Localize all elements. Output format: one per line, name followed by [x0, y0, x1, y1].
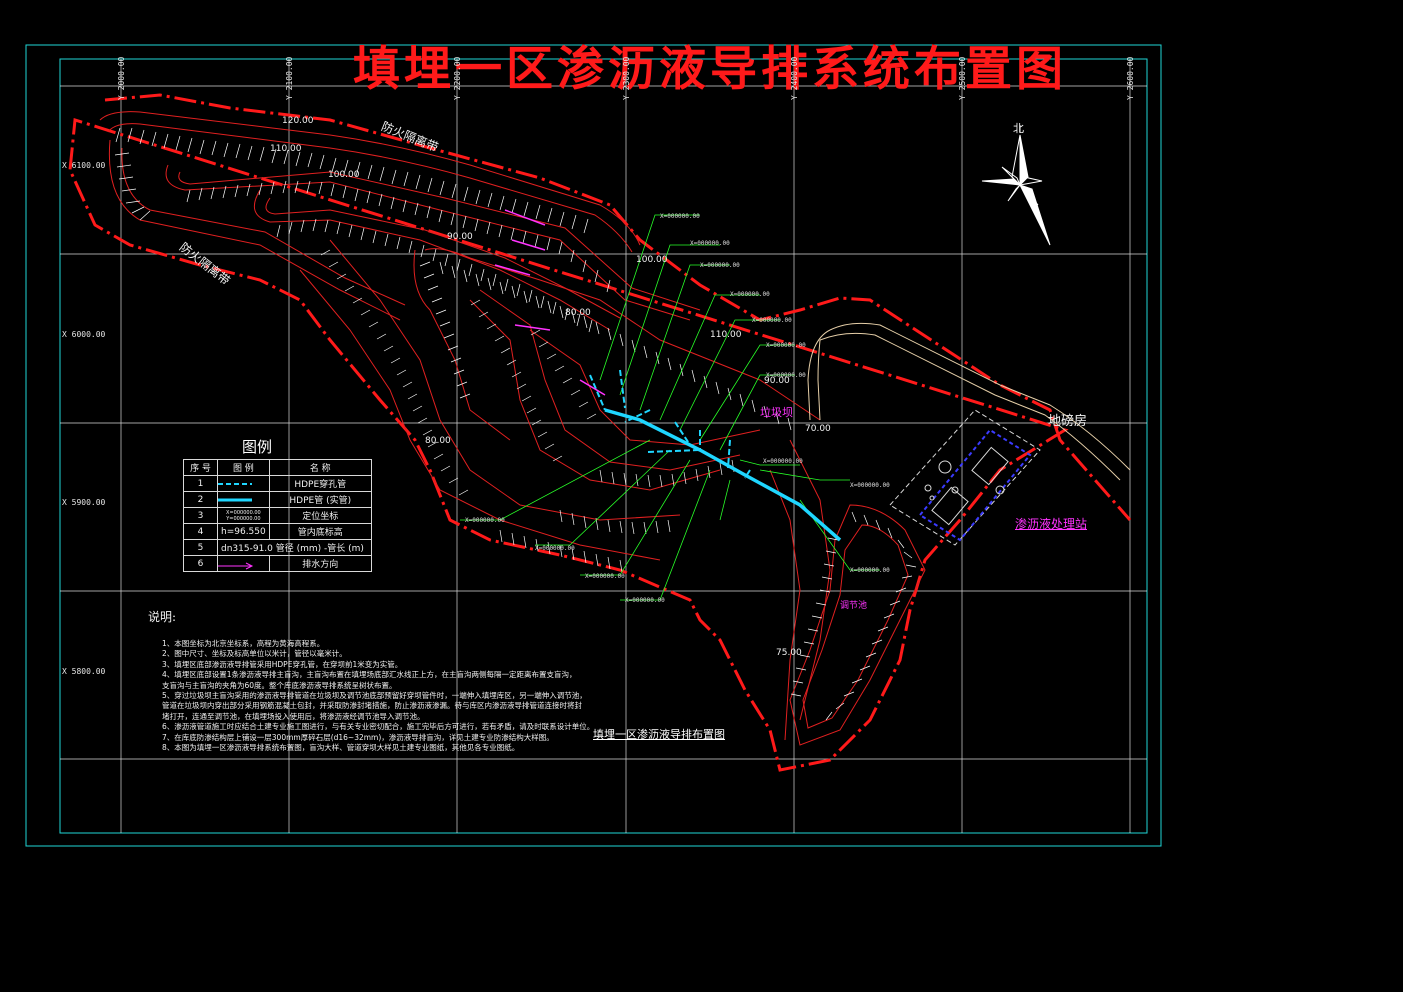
note-line: 8、本图为填埋一区渗沥液导排系统布置图，盲沟大样、管道穿坝大样见土建专业图纸，其…	[162, 743, 520, 753]
legend-name: 管内底标高	[268, 523, 372, 540]
grid-label-x: Y 2500.00	[958, 56, 967, 100]
legend-name: 排水方向	[268, 555, 372, 572]
slope-hatching	[114, 127, 917, 721]
grid-label-y: X 6000.00	[62, 330, 106, 339]
legend-symbol	[217, 555, 270, 572]
note-line: 6、渗沥液管道施工时应结合土建专业施工图进行，与有关专业密切配合，施工完毕后方可…	[162, 722, 595, 732]
elevation-label: 100.00	[328, 170, 360, 180]
legend-no: 3	[183, 507, 218, 524]
leachate-pipes	[589, 369, 842, 542]
grid-label-x: Y 2400.00	[790, 56, 799, 100]
elevation-label: 75.00	[776, 648, 802, 658]
pipe-coordinate-tag: X=000000.00	[766, 372, 806, 379]
legend-header: 名 称	[268, 459, 372, 476]
elevation-label: 100.00	[636, 255, 668, 265]
legend-symbol	[217, 475, 270, 492]
pipe-coordinate-tag: X=000000.00	[763, 458, 803, 465]
legend-name: 定位坐标	[268, 507, 372, 524]
legend-no: 2	[183, 491, 218, 508]
inner-frame	[59, 58, 1148, 834]
legend-header: 序 号	[183, 459, 218, 476]
regulating-tank-label: 调节池	[840, 601, 868, 611]
elevation-label: 80.00	[565, 308, 591, 318]
note-line: 堵打开，连通至调节池，在填埋场投入使用后，将渗沥液经调节池导入调节池。	[162, 711, 425, 721]
pipe-coordinate-tag: X=000000.00	[660, 213, 700, 220]
pipe-coordinate-tag: X=000000.00	[690, 240, 730, 247]
dam-label: 垃圾坝	[760, 406, 793, 419]
legend-title: 图例	[242, 438, 273, 456]
north-arrow-icon	[981, 125, 1051, 246]
leachate-station-label: 渗沥液处理站	[1015, 517, 1088, 531]
pipe-coordinate-tag: X=000000.00	[585, 573, 625, 580]
grid-label-x: Y 2600.00	[1126, 56, 1135, 100]
grid-label-y: X 6100.00	[62, 161, 106, 170]
legend-table: 序 号 图 例 名 称 1 HDPE穿孔管 2 HDPE管 (实管) 3 X=0…	[183, 459, 372, 572]
grid-label-x: Y 2000.00	[117, 56, 126, 100]
north-label: 北	[1013, 122, 1024, 135]
legend-symbol	[217, 491, 270, 508]
elevation-label: 80.00	[425, 436, 451, 446]
legend-no: 4	[183, 523, 218, 540]
drawing-subtitle: 填埋一区渗沥液导排布置图	[593, 728, 725, 741]
notes-title: 说明:	[148, 610, 177, 624]
legend-header: 图 例	[217, 459, 270, 476]
note-line: 3、填埋区底部渗沥液导排管采用HDPE穿孔管，在穿坝前1米变为实管。	[162, 659, 403, 669]
note-line: 1、本图坐标为北京坐标系，高程为黄海高程系。	[162, 639, 325, 648]
note-line: 4、填埋区底部设置1条渗沥液导排主盲沟，主盲沟布置在填埋场底部汇水线正上方，在主…	[162, 670, 577, 680]
note-line: 支盲沟与主盲沟的夹角为60度。整个库底渗沥液导排系统呈树状布置。	[162, 680, 397, 690]
site-boundary	[68, 93, 1132, 772]
grid-label-x: Y 2300.00	[622, 56, 631, 100]
pipe-coordinate-tag: X=000000.00	[766, 342, 806, 349]
access-road	[807, 322, 1131, 481]
leachate-plant	[889, 409, 1041, 546]
pipe-coordinate-tag: X=000000.00	[465, 517, 505, 524]
pipe-coordinate-tag: X=000000.00	[700, 262, 740, 269]
elevation-label: 110.00	[710, 330, 742, 340]
outer-frame	[25, 44, 1162, 847]
coordinate-grid	[60, 59, 1147, 833]
drawing-title: 填埋一区渗沥液导排系统布置图	[353, 42, 1067, 97]
grid-label-x: Y 2100.00	[285, 56, 294, 100]
pipe-coordinate-tag: X=000000.00	[625, 597, 665, 604]
pipe-coordinate-tag: X=000000.00	[850, 482, 890, 489]
legend-name: 管径 (mm) -管长 (m)	[275, 544, 364, 554]
legend-name: HDPE穿孔管	[268, 475, 372, 492]
pipe-coordinate-tag: X=000000.00	[752, 317, 792, 324]
elevation-label: 120.00	[282, 116, 314, 126]
note-line: 7、在库底防渗结构层上铺设一层300mm厚碎石层(d16~32mm)，渗沥液导排…	[162, 732, 554, 742]
legend-symbol-text: dn315-91.0	[221, 544, 273, 554]
grid-label-y: X 5900.00	[62, 498, 106, 507]
flow-arrows	[494, 209, 606, 396]
elevation-label: 70.00	[805, 424, 831, 434]
legend-symbol: X=000000.00 Y=000000.00	[217, 507, 270, 524]
pipe-coordinate-tag: X=000000.00	[850, 567, 890, 574]
grid-label-x: Y 2200.00	[453, 56, 462, 100]
notes-block: 说明: 1、本图坐标为北京坐标系，高程为黄海高程系。 2、图中尺寸、坐标及标高单…	[148, 608, 594, 753]
grid-label-y: X 5800.00	[62, 667, 106, 676]
elevation-label: 90.00	[447, 232, 473, 242]
note-line: 管道在垃圾坝内穿出部分采用钢筋混凝土包封，并采取防渗封堵措施，防止渗沥液渗漏。待…	[162, 701, 582, 711]
legend-symbol: h=96.550	[217, 523, 270, 540]
elevation-label: 110.00	[270, 144, 302, 154]
elevation-label: 90.00	[764, 376, 790, 386]
annotation-leaders	[460, 214, 880, 601]
legend-no: 6	[183, 555, 218, 572]
legend-symbol: dn315-91.0 管径 (mm) -管长 (m)	[217, 539, 372, 556]
legend-no: 5	[183, 539, 218, 556]
legend-name: HDPE管 (实管)	[268, 491, 372, 508]
weighbridge-label: 地磅房	[1048, 414, 1088, 429]
note-line: 5、穿过垃圾坝主盲沟采用的渗沥液导排管道在垃圾坝及调节池底部预留好穿坝管件时，一…	[162, 691, 587, 701]
pipe-coordinate-tag: X=000000.00	[730, 291, 770, 298]
contour-lines	[99, 111, 926, 746]
pipe-coordinate-tag: X=000000.00	[535, 545, 575, 552]
note-line: 2、图中尺寸、坐标及标高单位以米计，管径以毫米计。	[162, 649, 347, 659]
legend-no: 1	[183, 475, 218, 492]
